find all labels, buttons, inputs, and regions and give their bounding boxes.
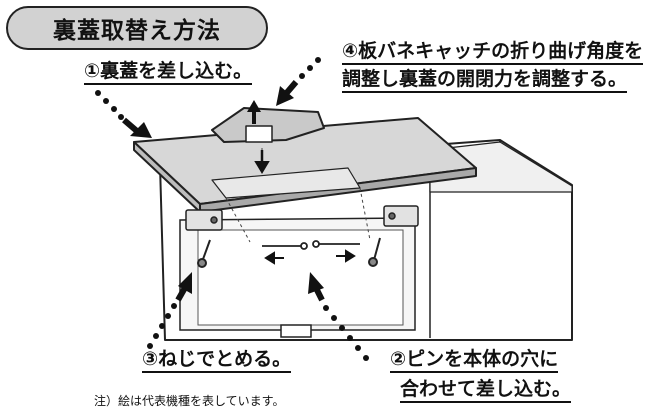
step1-text: ①裏蓋を差し込む。 — [84, 60, 253, 85]
step1-arrow-icon — [95, 90, 152, 138]
step1-label: ①裏蓋を差し込む。 — [84, 60, 253, 85]
step2-arrow-icon — [308, 272, 369, 361]
pins — [262, 240, 360, 250]
step2-text-2: 合わせて差し込む。 — [400, 378, 572, 403]
back-cover — [133, 107, 477, 213]
page-title: 裏蓋取替え方法 — [6, 6, 268, 50]
step4-arrow-icon — [247, 57, 321, 124]
leaf-spring-brackets — [185, 205, 419, 231]
step2-label-line1: ②ピンを本体の穴に — [390, 348, 559, 373]
step4-label-line1: ④板バネキャッチの折り曲げ角度を — [342, 40, 644, 65]
step4-text-2: 調整し裏蓋の開閉力を調整する。 — [342, 68, 628, 93]
step2-label-line2: 合わせて差し込む。 — [400, 378, 572, 403]
page-title-text: 裏蓋取替え方法 — [53, 18, 221, 44]
step4-label-line2: 調整し裏蓋の開閉力を調整する。 — [342, 68, 628, 93]
step3-label: ③ねじでとめる。 — [142, 348, 292, 373]
step3-text: ③ねじでとめる。 — [142, 348, 292, 373]
step2-text-1: ②ピンを本体の穴に — [390, 348, 559, 373]
body-opening — [165, 217, 430, 341]
step3-arrow-icon — [147, 272, 192, 349]
step4-text-1: ④板バネキャッチの折り曲げ角度を — [342, 40, 644, 65]
footnote: 注）絵は代表機種を表しています。 — [94, 394, 285, 408]
screws — [197, 237, 381, 268]
pin-arrows — [254, 150, 356, 265]
